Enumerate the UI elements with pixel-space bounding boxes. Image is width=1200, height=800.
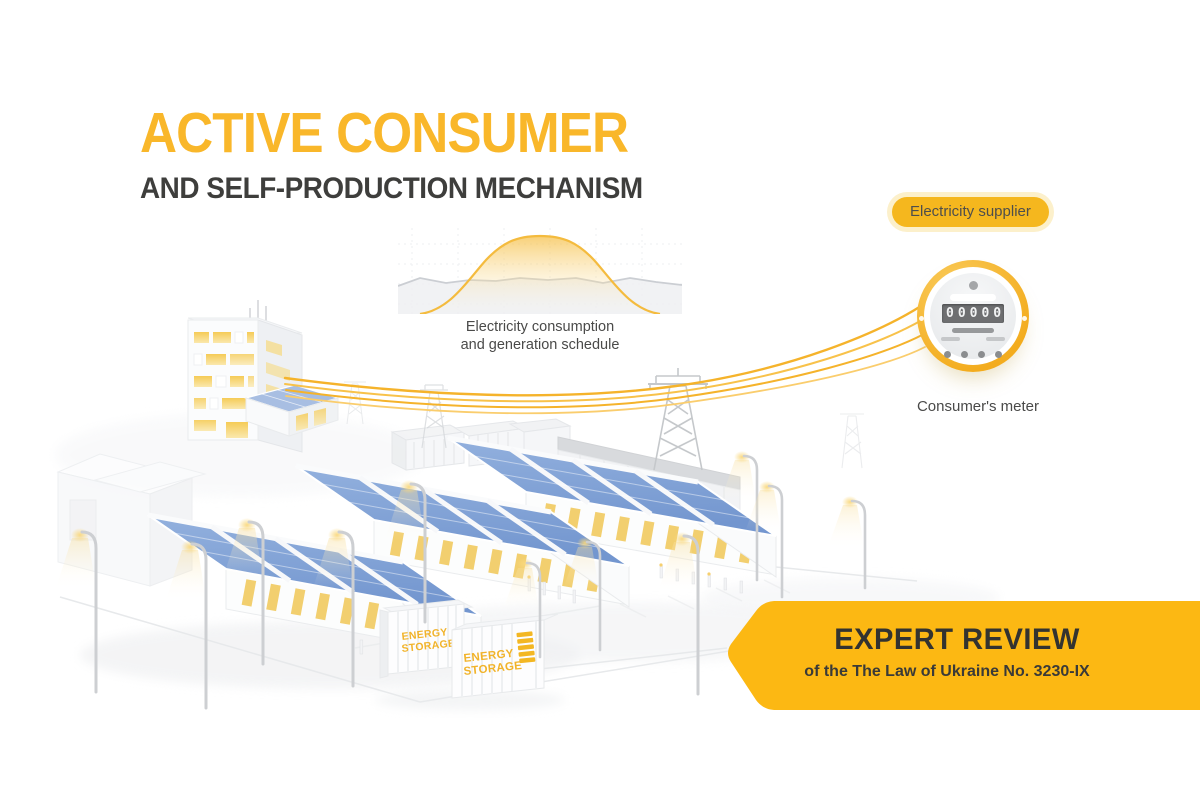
title-block: ACTIVE CONSUMER AND SELF-PRODUCTION MECH… xyxy=(140,100,682,206)
meter-bar xyxy=(986,337,1005,341)
warehouse-middle xyxy=(295,463,630,608)
meter-bar xyxy=(952,328,994,333)
pylon-small xyxy=(840,413,864,469)
electricity-supplier-badge: Electricity supplier xyxy=(892,197,1049,227)
office-building xyxy=(187,300,303,453)
energy-storage-label: ENERGY xyxy=(401,626,448,643)
meter-top-dot xyxy=(968,281,978,290)
pylon-small xyxy=(420,384,448,449)
meter-label-bar xyxy=(950,294,996,301)
energy-storage-containers: ENERGY STORAGE ENERGY STORAGE xyxy=(375,599,565,710)
container-yard xyxy=(390,418,572,471)
consumer-meter: 00000 xyxy=(917,260,1029,372)
meter-display: 00000 xyxy=(942,304,1004,323)
pylon-small xyxy=(344,381,366,425)
ribbon-subtitle: of the The Law of Ukraine No. 3230-IX xyxy=(804,663,1090,680)
meter-screw xyxy=(1022,316,1027,321)
schedule-chart xyxy=(398,228,682,314)
energy-storage-label: STORAGE xyxy=(401,637,456,655)
warehouse-back xyxy=(447,435,777,578)
schedule-chart-block: Electricity consumption and generation s… xyxy=(398,228,682,354)
bollards xyxy=(359,563,743,667)
factory-building xyxy=(557,436,741,533)
office-windows xyxy=(193,331,294,438)
generation-bell-line xyxy=(419,234,661,314)
energy-storage-label: ENERGY xyxy=(463,648,514,665)
ribbon-title: EXPERT REVIEW xyxy=(834,623,1080,656)
page-title: ACTIVE CONSUMER xyxy=(140,101,629,165)
generation-bell-fill xyxy=(420,236,660,314)
meter-bar xyxy=(941,337,960,341)
pylon-main xyxy=(648,368,708,471)
meter-dots xyxy=(930,345,1016,363)
schedule-caption: Electricity consumption and generation s… xyxy=(460,319,620,353)
consumer-meter-label: Consumer's meter xyxy=(916,398,1040,415)
page-subtitle: AND SELF-PRODUCTION MECHANISM xyxy=(140,172,643,205)
meter-screw xyxy=(919,316,924,321)
energy-storage-label: STORAGE xyxy=(463,660,523,678)
background-buildings xyxy=(56,453,207,587)
expert-review-ribbon: EXPERT REVIEW of the The Law of Ukraine … xyxy=(724,599,1200,712)
battery-icon xyxy=(516,631,536,664)
warehouse-front xyxy=(147,512,482,659)
shed-building xyxy=(243,384,341,437)
meter-face: 00000 xyxy=(930,273,1016,359)
